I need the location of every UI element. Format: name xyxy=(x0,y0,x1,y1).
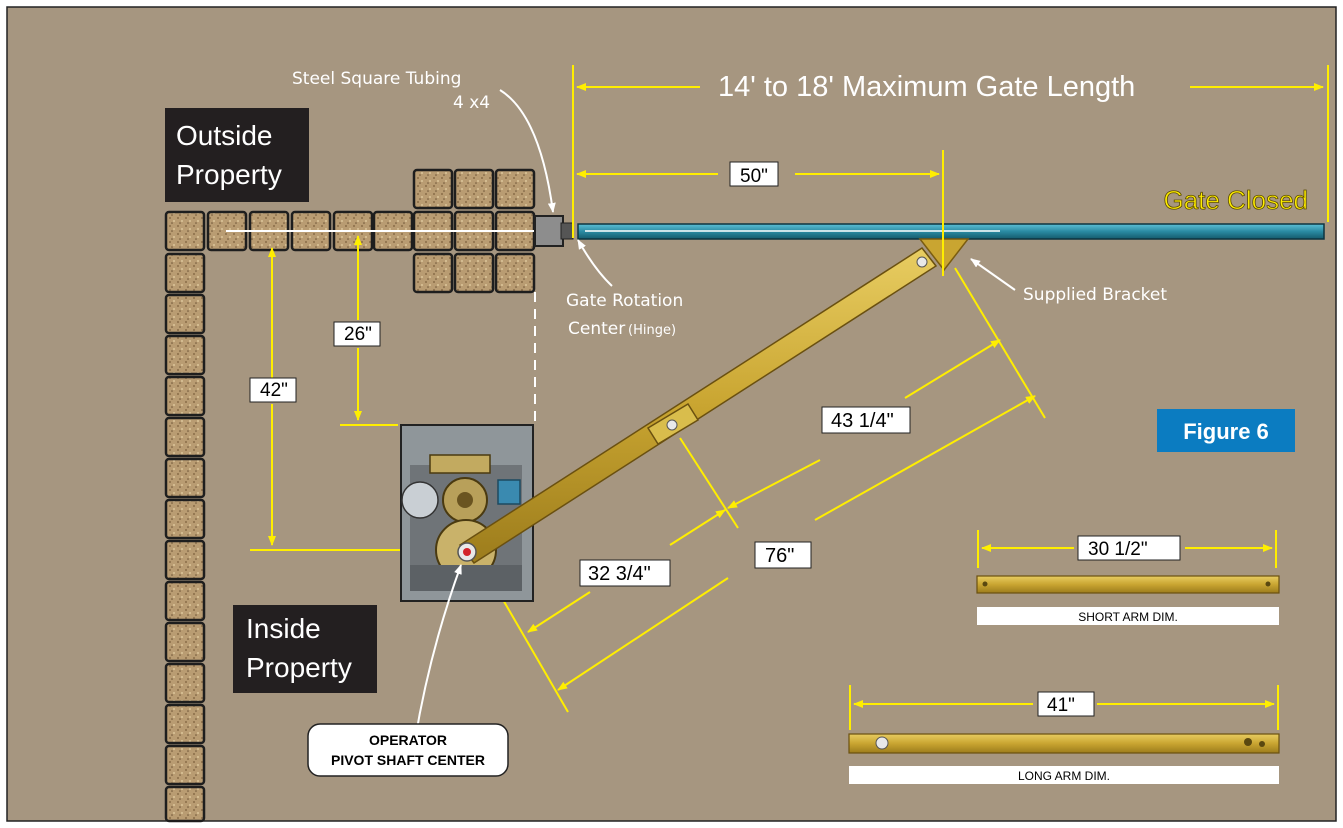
dim-42-box xyxy=(249,377,297,403)
gate-rotation-line1: Gate Rotation xyxy=(566,291,683,311)
dim-30-label: 30 1/2" xyxy=(1088,539,1148,560)
dim-32-label: 32 3/4" xyxy=(588,563,651,585)
steel-tubing-label-line1: Steel Square Tubing xyxy=(292,69,461,89)
steel-tubing-label-line2: 4 x4 xyxy=(453,93,490,113)
dim-26-box xyxy=(333,321,381,347)
pivot-label-line2: PIVOT SHAFT CENTER xyxy=(331,752,485,768)
dim-41-label: 41" xyxy=(1047,695,1075,716)
gate-closed-label: Gate Closed xyxy=(1163,185,1308,215)
pivot-label-line1: OPERATOR xyxy=(369,732,447,748)
inside-property-line1: Inside xyxy=(246,613,321,644)
figure-badge xyxy=(1157,409,1295,452)
long-arm-caption-box xyxy=(849,766,1279,784)
dim-50-box xyxy=(729,161,779,187)
operator-arms xyxy=(457,246,938,565)
hinge xyxy=(560,222,574,240)
dim-41-box xyxy=(1037,691,1095,717)
dim-43-box xyxy=(821,406,911,434)
supplied-bracket-label: Supplied Bracket xyxy=(1023,285,1167,305)
gate-rotation-line2: Center xyxy=(568,319,625,339)
dim-43-label: 43 1/4" xyxy=(831,410,894,432)
long-arm-caption: LONG ARM DIM. xyxy=(1018,769,1110,783)
outside-property-line1: Outside xyxy=(176,120,273,151)
short-arm-caption: SHORT ARM DIM. xyxy=(1078,610,1178,624)
dim-30-box xyxy=(1077,535,1181,561)
dim-50-label: 50" xyxy=(740,166,768,187)
outside-property-box xyxy=(165,108,309,202)
inside-property-line2: Property xyxy=(246,652,352,683)
figure-label: Figure 6 xyxy=(1183,419,1269,444)
short-arm-caption-box xyxy=(977,607,1279,625)
pointer-arrows xyxy=(414,89,1016,741)
pivot-shaft-center-dot xyxy=(463,548,471,556)
gate-rotation-hinge: (Hinge) xyxy=(628,323,676,338)
pivot-label-box xyxy=(307,723,509,777)
steel-tubing-post xyxy=(534,215,564,247)
max-gate-length-label: 14' to 18' Maximum Gate Length xyxy=(718,71,1135,103)
dim-76-label: 76" xyxy=(765,545,794,567)
long-arm-sample xyxy=(848,733,1280,754)
dim-42-label: 42" xyxy=(260,380,288,401)
dim-26-label: 26" xyxy=(344,324,372,345)
inside-property-box xyxy=(233,605,377,693)
dim-76-box xyxy=(754,541,812,569)
dim-32-box xyxy=(579,559,671,587)
short-arm-sample xyxy=(976,575,1280,594)
outside-property-line2: Property xyxy=(176,159,282,190)
